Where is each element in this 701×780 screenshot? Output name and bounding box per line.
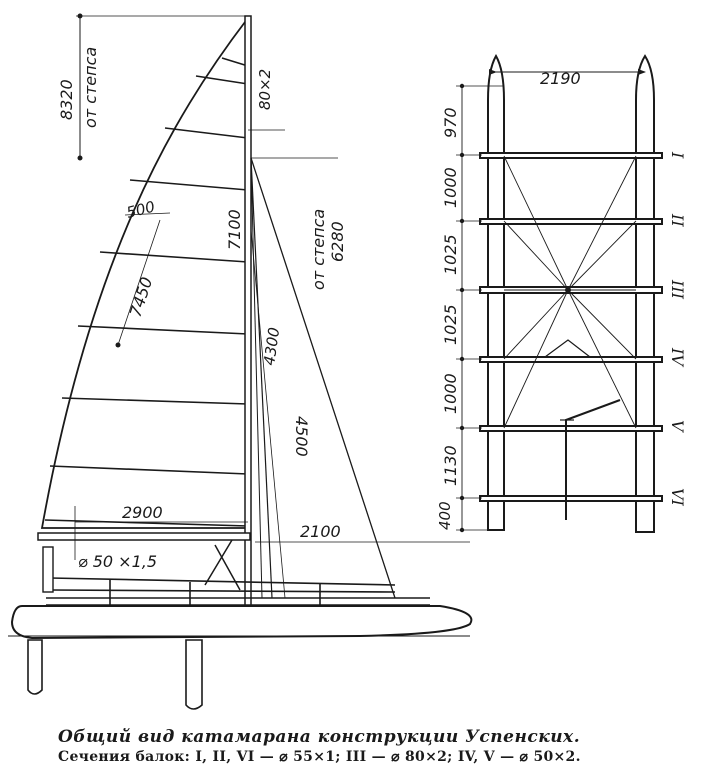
mainsail [40, 15, 249, 529]
beam-label-2: II [668, 213, 687, 227]
spacing-label-6: 1130 [441, 445, 460, 486]
width-label: 2190 [540, 69, 581, 88]
side-view: 8320 от степса 80×2 от степса 6280 500 7… [8, 13, 473, 710]
caption-title: Общий вид катамарана конструкции Успенск… [58, 727, 581, 747]
beam-label-1: I [668, 151, 687, 159]
boom [37, 532, 251, 541]
sail-width-label: 500 [125, 197, 157, 221]
boom-section-label: ⌀ 50 ×1,5 [78, 552, 157, 571]
spacing-label-2: 1000 [441, 167, 460, 208]
beam-label-6: VI [668, 488, 687, 507]
shroud-a-label: 4300 [260, 326, 283, 366]
mast-section-label: 80×2 [256, 69, 274, 110]
daggerboard [185, 639, 203, 710]
beam-label-4: IV [668, 347, 687, 367]
mast-height-label: 8320 [57, 79, 76, 120]
boom-length-label: 2900 [122, 503, 163, 522]
caption-sections: Сечения балок: I, II, VI — ⌀ 55×1; III —… [58, 749, 581, 765]
stay-height-note: от степса [309, 209, 328, 290]
mast-height-note: от степса [81, 47, 100, 128]
spacing-label-4: 1025 [441, 304, 460, 345]
stay-height-label: 6280 [328, 221, 347, 262]
hull [10, 605, 473, 640]
spacing-label-1: 970 [441, 107, 460, 138]
beam-label-5: V [668, 420, 687, 433]
top-view: 2190 [436, 53, 687, 533]
dimension-dots [459, 83, 465, 533]
spacing-label-7: 400 [436, 501, 454, 530]
beam-label-3: III [668, 279, 687, 300]
spacing-label-3: 1025 [441, 234, 460, 275]
shroud-b-label: 4500 [292, 416, 311, 457]
base-length-label: 2100 [300, 522, 341, 541]
deck-frame [46, 577, 430, 606]
shroud [250, 157, 273, 599]
mast [244, 15, 252, 613]
sail-luff-label: 7100 [225, 209, 244, 250]
rudder [27, 639, 43, 695]
forestay [250, 157, 396, 599]
sail-battens [44, 57, 249, 527]
trampoline-lines [503, 155, 637, 429]
sail-leech-label: 7450 [126, 275, 157, 320]
beams [479, 152, 663, 502]
caption: Общий вид катамарана конструкции Успенск… [58, 727, 698, 765]
spacing-label-5: 1000 [441, 373, 460, 414]
